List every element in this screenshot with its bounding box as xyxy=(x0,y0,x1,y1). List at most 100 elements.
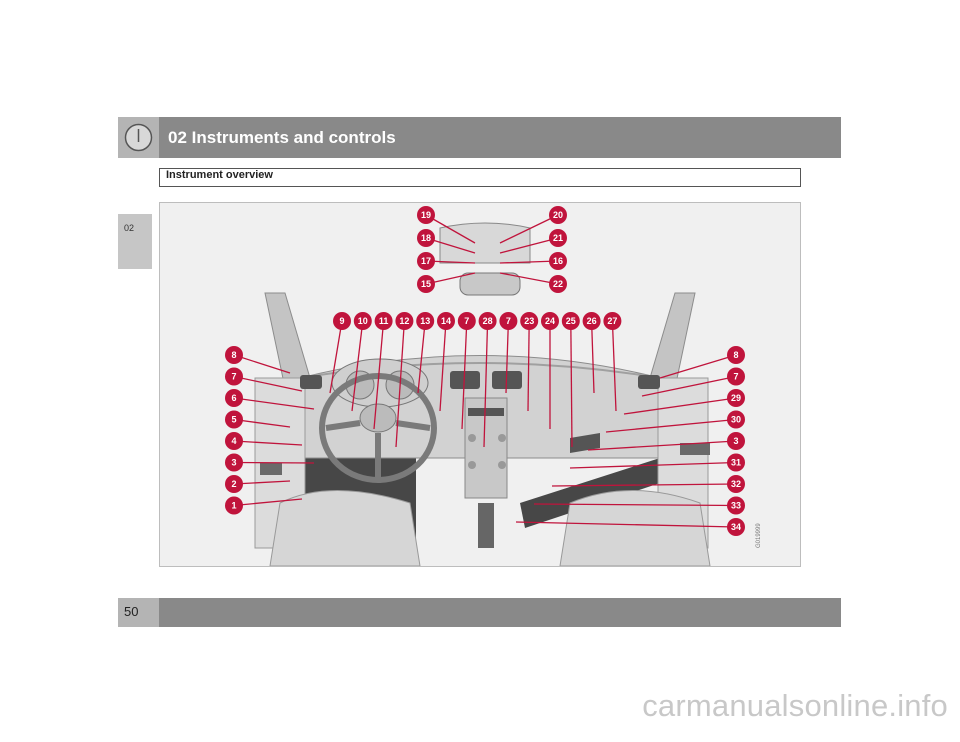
callout-label-left-3: 5 xyxy=(231,415,236,425)
callout-line-top-1 xyxy=(351,320,364,412)
callout-line-right-0 xyxy=(659,354,737,379)
callout-label-mirror-right-0: 20 xyxy=(553,210,563,220)
callout-badge-top-5 xyxy=(437,312,455,330)
callout-label-top-1: 10 xyxy=(358,316,368,326)
callout-badge-left-5 xyxy=(225,453,243,472)
callout-label-mirror-right-2: 16 xyxy=(553,256,563,266)
info-icon xyxy=(124,123,153,152)
callout-label-top-9: 23 xyxy=(524,316,534,326)
callout-line-left-1 xyxy=(233,375,303,392)
footer-bar xyxy=(118,598,841,627)
callout-badge-top-13 xyxy=(603,312,622,330)
callout-label-right-2: 29 xyxy=(731,393,741,403)
callout-badge-top-4 xyxy=(416,312,435,330)
callout-badge-mirror-right-0 xyxy=(549,206,567,224)
callout-line-top-7 xyxy=(483,320,489,448)
callout-line-left-4 xyxy=(233,440,303,446)
callout-badge-top-11 xyxy=(561,312,580,330)
driver-seat xyxy=(269,490,421,566)
callout-badge-top-8 xyxy=(499,312,518,330)
callout-badge-right-3 xyxy=(727,410,745,429)
steering-wheel xyxy=(319,373,437,483)
callout-line-top-8 xyxy=(505,320,510,394)
section-title: Instrument overview xyxy=(166,169,273,181)
callout-badge-right-5 xyxy=(727,453,745,472)
callout-line-right-7 xyxy=(533,503,737,507)
callout-badge-right-1 xyxy=(727,367,745,386)
callout-line-right-5 xyxy=(569,461,737,469)
chapter-side-tab[interactable] xyxy=(118,214,152,269)
callout-line-right-6 xyxy=(551,483,737,487)
callout-badge-top-0 xyxy=(333,312,351,330)
callout-badge-mirror-left-3 xyxy=(417,275,435,293)
callout-label-mirror-left-1: 18 xyxy=(421,233,431,243)
page-number: 50 xyxy=(124,604,139,619)
right-air-vent xyxy=(638,375,660,389)
callout-label-right-5: 31 xyxy=(731,458,741,468)
center-display xyxy=(468,408,504,416)
callout-line-top-9 xyxy=(527,320,530,412)
callout-line-top-6 xyxy=(461,320,468,430)
callout-label-left-7: 1 xyxy=(231,501,236,511)
callout-label-right-8: 34 xyxy=(731,522,741,532)
glove-box-handle xyxy=(570,433,600,453)
page-number-box xyxy=(118,598,159,627)
callout-line-right-1 xyxy=(641,375,737,397)
left-door-switches xyxy=(260,463,282,475)
callout-label-top-2: 11 xyxy=(379,316,389,326)
chapter-header-bar xyxy=(118,117,841,158)
callout-label-top-6: 7 xyxy=(464,316,469,326)
callout-label-left-1: 7 xyxy=(231,372,236,382)
callout-label-right-6: 32 xyxy=(731,479,741,489)
callout-line-top-11 xyxy=(570,320,573,448)
callout-badge-left-7 xyxy=(225,496,243,515)
section-title-box xyxy=(159,168,801,187)
callout-badge-mirror-right-3 xyxy=(549,275,567,293)
callout-line-top-2 xyxy=(373,320,385,430)
callout-label-top-8: 7 xyxy=(506,316,511,326)
callout-label-top-10: 24 xyxy=(545,316,555,326)
chapter-side-label: 02 xyxy=(124,223,135,233)
callout-label-right-7: 33 xyxy=(731,501,741,511)
callout-label-top-4: 13 xyxy=(420,316,430,326)
callout-line-top-5 xyxy=(439,320,447,412)
gear-lever xyxy=(478,503,494,548)
callout-label-left-4: 4 xyxy=(231,436,236,446)
callout-label-top-12: 26 xyxy=(587,316,597,326)
callout-badge-top-9 xyxy=(520,312,539,330)
callout-label-left-6: 2 xyxy=(231,479,236,489)
callout-line-top-3 xyxy=(395,320,406,448)
callout-badge-mirror-right-1 xyxy=(549,229,567,247)
chapter-title: 02 Instruments and controls xyxy=(168,128,396,147)
callout-label-left-2: 6 xyxy=(231,393,236,403)
callout-badge-top-1 xyxy=(353,312,372,330)
callout-label-left-0: 8 xyxy=(231,350,236,360)
callout-line-mirror-right-2 xyxy=(499,260,559,264)
callout-line-mirror-left-0 xyxy=(425,214,476,244)
callout-badge-right-4 xyxy=(727,432,745,450)
watermark: carmanualsonline.info xyxy=(642,688,948,723)
callout-badge-left-2 xyxy=(225,389,243,407)
callout-label-right-3: 30 xyxy=(731,415,741,425)
callout-line-mirror-right-3 xyxy=(499,272,559,285)
callout-badge-top-6 xyxy=(457,312,476,330)
callout-label-right-4: 3 xyxy=(733,436,738,446)
callout-badge-right-7 xyxy=(727,496,745,515)
callout-badge-mirror-left-0 xyxy=(417,206,435,224)
callout-line-left-5 xyxy=(233,461,315,464)
callout-badge-mirror-right-2 xyxy=(549,252,567,270)
callout-line-top-0 xyxy=(329,320,343,394)
callout-badge-right-8 xyxy=(727,518,745,536)
callout-badge-top-3 xyxy=(395,312,414,330)
callout-badge-left-4 xyxy=(225,432,243,450)
callout-line-right-8 xyxy=(515,521,737,528)
callout-label-top-3: 12 xyxy=(399,316,409,326)
callout-badge-left-6 xyxy=(225,475,243,493)
callout-label-mirror-left-2: 17 xyxy=(421,256,431,266)
callout-label-top-11: 25 xyxy=(566,316,576,326)
callout-line-left-7 xyxy=(233,498,303,507)
rearview-mirror xyxy=(459,272,521,296)
callout-line-left-6 xyxy=(233,480,291,485)
